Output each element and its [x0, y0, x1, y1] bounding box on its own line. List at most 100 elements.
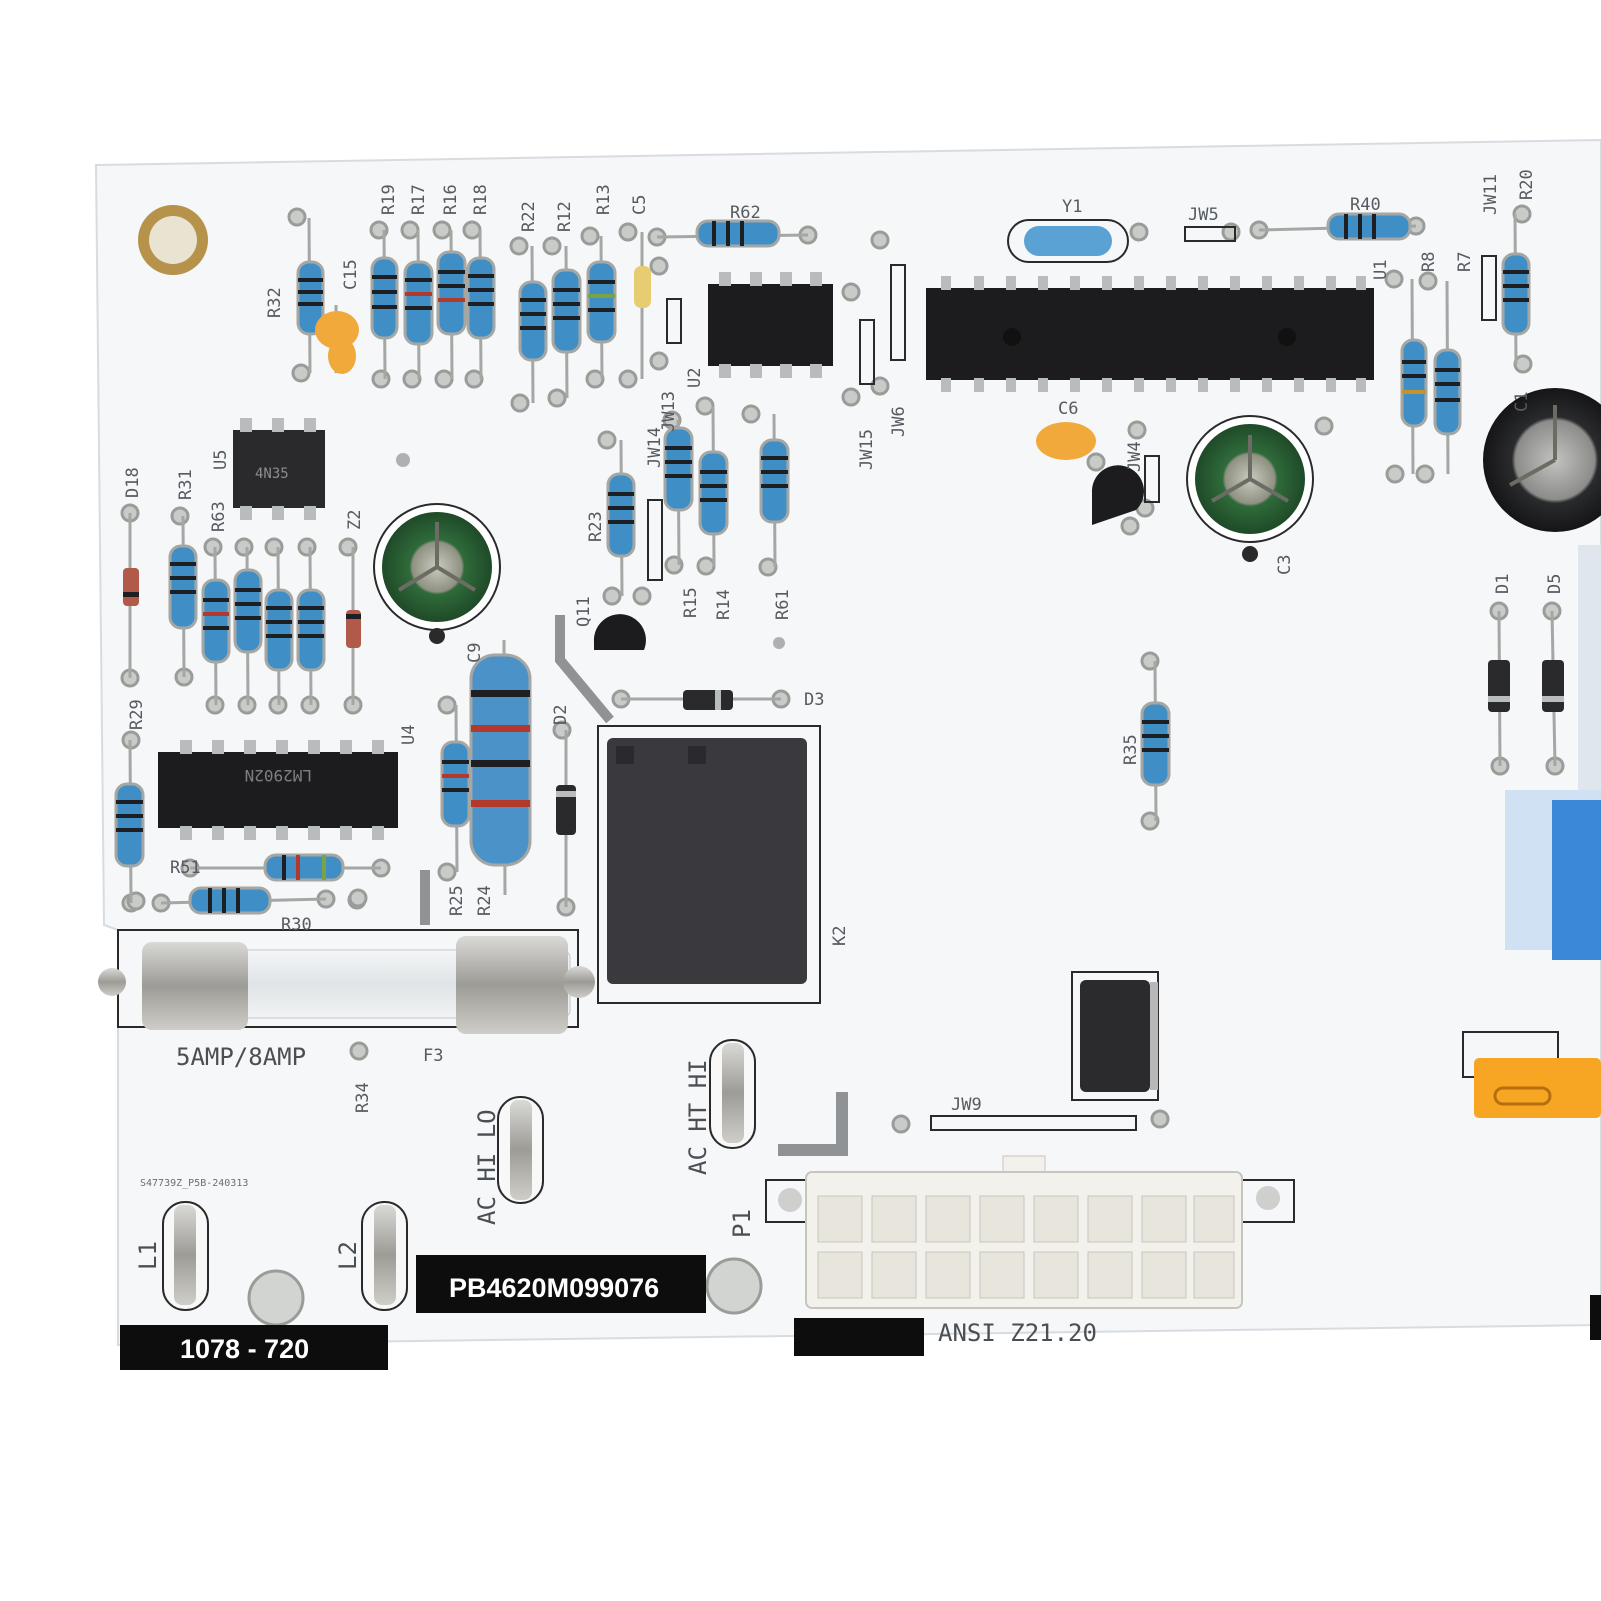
transistor-q11 — [593, 614, 646, 650]
part-number-label: PB4620M099076 — [449, 1273, 659, 1303]
label-r31: R31 — [176, 469, 196, 500]
label-r29: R29 — [127, 699, 147, 730]
label-d3: D3 — [804, 690, 824, 710]
label-r8: R8 — [1419, 252, 1439, 272]
capacitor-c5 — [634, 232, 651, 379]
label-ac-hi-lo: AC HI LO — [473, 1109, 501, 1225]
label-d18: D18 — [123, 467, 143, 498]
ic-u5: 4N35 — [233, 418, 325, 520]
label-d1: D1 — [1493, 574, 1513, 594]
label-jw9: JW9 — [951, 1095, 982, 1115]
label-l1: L1 — [134, 1241, 162, 1270]
label-r63: R63 — [209, 501, 229, 532]
label-d2: D2 — [551, 705, 571, 725]
label-r14: R14 — [714, 589, 734, 620]
label-c1: C1 — [1512, 392, 1532, 412]
resistor-r62 — [656, 219, 809, 248]
label-r13: R13 — [594, 184, 614, 215]
label-jw4: JW4 — [1125, 441, 1145, 472]
label-r62: R62 — [730, 203, 761, 223]
transistor-u3 — [1092, 465, 1144, 525]
label-r35: R35 — [1121, 734, 1141, 765]
ic-u4: LM2902N — [158, 740, 398, 840]
label-c5: C5 — [630, 195, 650, 215]
capacitor-c3-electrolytic — [1186, 415, 1314, 562]
resistor-r31 — [168, 515, 198, 678]
crystal-y1 — [1007, 219, 1129, 263]
label-box-part-number — [416, 1255, 706, 1313]
label-q11: Q11 — [574, 596, 594, 627]
diode-d18 — [123, 513, 139, 678]
ic-u5-marking: 4N35 — [255, 466, 289, 482]
label-r25: R25 — [447, 885, 467, 916]
label-r7: R7 — [1455, 252, 1475, 272]
resistor-r40 — [1258, 212, 1417, 241]
model-label: 1078 - 720 — [180, 1334, 309, 1364]
resistor-r61 — [759, 413, 790, 568]
label-jw14: JW14 — [645, 427, 665, 468]
label-u1: U1 — [1371, 260, 1391, 280]
label-r18: R18 — [471, 184, 491, 215]
label-k2: K2 — [830, 926, 850, 946]
diode-z2 — [346, 547, 361, 705]
label-l2: L2 — [334, 1241, 362, 1270]
small-print-label: S47739Z_P5B-240313 — [140, 1178, 248, 1189]
fuse-rating-label: 5AMP/8AMP — [176, 1043, 306, 1071]
label-r12: R12 — [555, 201, 575, 232]
diode-d1 — [1488, 610, 1510, 767]
capacitor-c15 — [315, 305, 359, 374]
label-r19: R19 — [379, 184, 399, 215]
label-c9: C9 — [465, 643, 485, 663]
label-jw13: JW13 — [659, 391, 679, 432]
label-c6: C6 — [1058, 399, 1078, 419]
label-r51: R51 — [170, 858, 201, 878]
resistor-r29 — [114, 739, 145, 904]
resistor-bands — [116, 214, 1529, 913]
diode-d5 — [1542, 610, 1564, 767]
capacitor-c6 — [1036, 422, 1096, 460]
fuse-ref-label: F3 — [423, 1046, 443, 1066]
label-u2: U2 — [685, 368, 705, 388]
label-u5: U5 — [211, 450, 231, 470]
solder-pads — [120, 204, 1565, 1134]
label-r32: R32 — [265, 287, 285, 318]
diode-d3 — [621, 690, 781, 710]
terminal-orange — [1462, 1031, 1601, 1118]
label-jw15: JW15 — [857, 429, 877, 470]
label-jw5: JW5 — [1188, 205, 1219, 225]
label-c15: C15 — [341, 259, 361, 290]
label-r30: R30 — [281, 915, 312, 935]
label-c3: C3 — [1275, 555, 1295, 575]
label-r61: R61 — [773, 589, 793, 620]
relay-blue — [1505, 545, 1601, 960]
test-pad — [247, 1269, 305, 1327]
label-r17: R17 — [409, 184, 429, 215]
label-z2: Z2 — [345, 510, 365, 530]
resistor-r17 — [403, 229, 434, 380]
label-r22: R22 — [519, 201, 539, 232]
label-ac-ht-hi: AC HT HI — [684, 1059, 712, 1175]
diode-d2 — [556, 730, 576, 907]
test-pad — [705, 1257, 763, 1315]
capacitor-c9-electrolytic — [373, 503, 501, 644]
ic-u2 — [708, 272, 833, 378]
label-r34: R34 — [353, 1082, 373, 1113]
label-jw11: JW11 — [1481, 174, 1501, 215]
standard-label: ANSI Z21.20 — [938, 1319, 1097, 1347]
label-r23: R23 — [586, 511, 606, 542]
label-box-model — [120, 1325, 388, 1370]
label-r40: R40 — [1350, 195, 1381, 215]
label-box-ansi — [794, 1318, 924, 1356]
label-u4: U4 — [399, 725, 419, 745]
label-r16: R16 — [441, 184, 461, 215]
resistor-r24 — [469, 639, 532, 896]
fuse-f3 — [98, 936, 595, 1034]
label-jw6: JW6 — [889, 406, 909, 437]
label-p1: P1 — [728, 1209, 756, 1238]
ic-u4-marking: LM2902N — [245, 766, 312, 785]
connector-p1 — [765, 1155, 1295, 1309]
label-r20: R20 — [1517, 169, 1537, 200]
relay-k2 — [597, 725, 821, 1004]
label-r15: R15 — [681, 587, 701, 618]
